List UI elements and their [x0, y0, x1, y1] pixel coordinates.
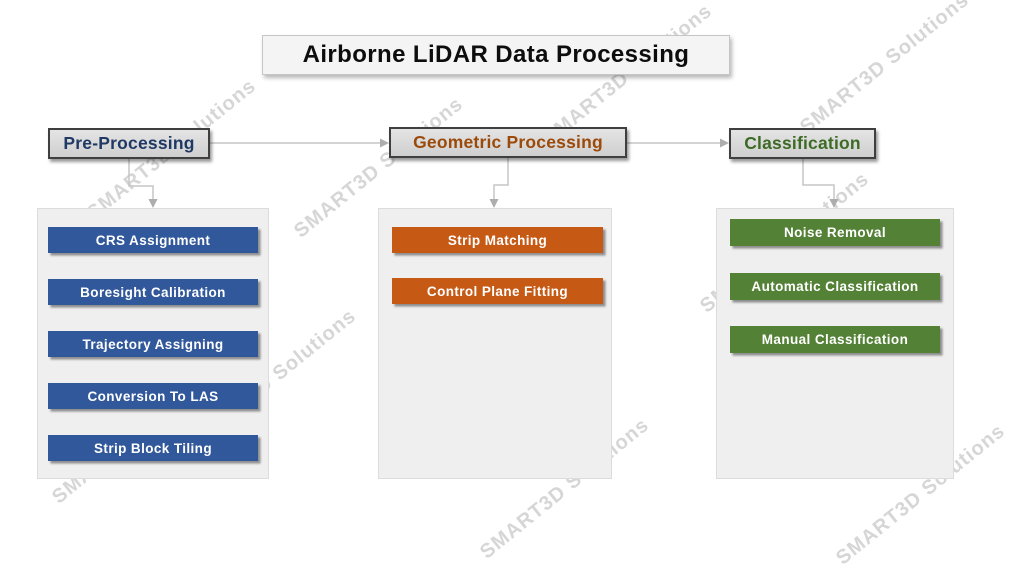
header-pre-processing-label: Pre-Processing [63, 133, 195, 153]
panel-geometric-processing [378, 208, 612, 479]
step-crs-assignment: CRS Assignment [48, 227, 258, 253]
arrowhead-icon [380, 138, 389, 148]
header-classification: Classification [729, 128, 876, 159]
step-label: Trajectory Assigning [82, 336, 224, 352]
step-label: Automatic Classification [751, 279, 919, 294]
header-geometric-processing-label: Geometric Processing [413, 132, 603, 152]
step-label: Noise Removal [784, 225, 886, 240]
diagram-title: Airborne LiDAR Data Processing [262, 35, 730, 75]
step-strip-matching: Strip Matching [392, 227, 603, 253]
header-pre-processing: Pre-Processing [48, 128, 210, 159]
header-geometric-processing: Geometric Processing [389, 127, 627, 158]
step-strip-block-tiling: Strip Block Tiling [48, 435, 258, 461]
step-automatic-classification: Automatic Classification [730, 273, 940, 300]
arrowhead-icon [829, 199, 839, 208]
arrowhead-icon [720, 138, 729, 148]
step-noise-removal: Noise Removal [730, 219, 940, 246]
step-label: CRS Assignment [95, 232, 211, 248]
step-label: Manual Classification [761, 332, 909, 347]
elbow-cls-to-panel [802, 159, 835, 200]
elbow-pre-to-panel [128, 159, 154, 200]
step-manual-classification: Manual Classification [730, 326, 940, 353]
elbow-geo-to-panel [493, 158, 509, 200]
step-label: Strip Matching [447, 232, 548, 248]
arrowhead-icon [489, 199, 499, 208]
step-control-plane-fitting: Control Plane Fitting [392, 278, 603, 304]
step-trajectory-assigning: Trajectory Assigning [48, 331, 258, 357]
step-boresight-calibration: Boresight Calibration [48, 279, 258, 305]
step-conversion-to-las: Conversion To LAS [48, 383, 258, 409]
step-label: Strip Block Tiling [94, 440, 212, 456]
arrowhead-icon [148, 199, 158, 208]
header-classification-label: Classification [744, 133, 861, 153]
step-label: Conversion To LAS [87, 388, 219, 404]
step-label: Control Plane Fitting [426, 283, 569, 299]
step-label: Boresight Calibration [80, 284, 226, 300]
diagram-title-text: Airborne LiDAR Data Processing [302, 41, 690, 68]
